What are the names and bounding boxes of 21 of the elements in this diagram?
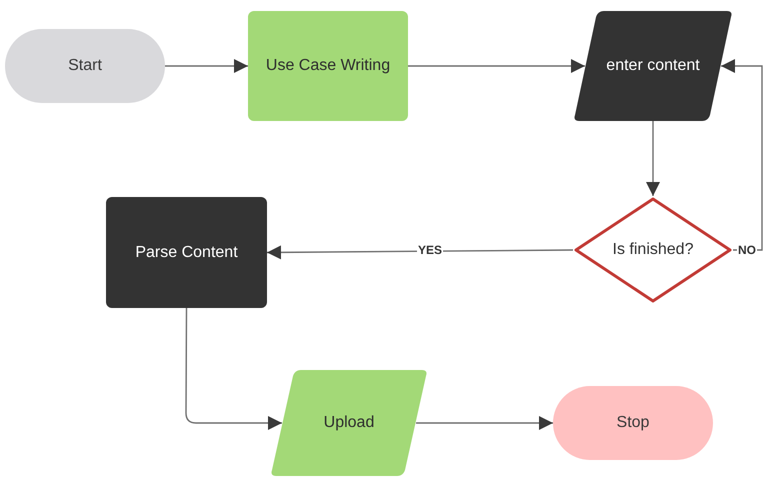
edge-label: NO	[737, 244, 757, 256]
node-text: Use Case Writing	[266, 56, 390, 76]
node-text: Start	[68, 56, 102, 76]
arrow	[267, 245, 573, 260]
arrow	[416, 416, 553, 430]
arrow	[721, 59, 763, 251]
node-text: enter content	[606, 56, 700, 76]
arrow	[408, 59, 585, 73]
io-parallelogram	[573, 11, 733, 121]
process-box	[106, 197, 267, 308]
node-text: Is finished?	[612, 240, 694, 260]
io-parallelogram	[270, 370, 428, 476]
arrow	[165, 59, 248, 73]
process-box	[248, 11, 408, 121]
node-text: Upload	[324, 413, 374, 433]
edge-label: YES	[417, 244, 443, 256]
node-text: Stop	[616, 413, 650, 433]
arrow	[646, 121, 660, 196]
decision-diamond	[573, 196, 733, 304]
node-text: Parse Content	[135, 242, 238, 262]
arrow	[185, 308, 282, 430]
